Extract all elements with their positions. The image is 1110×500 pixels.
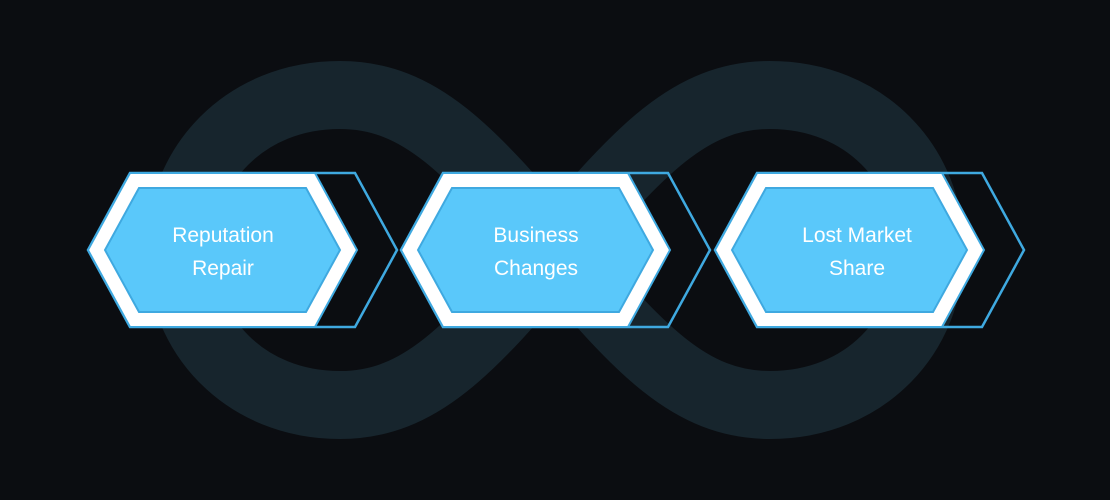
step-business-changes: Business Changes bbox=[399, 171, 712, 329]
step-label-line2: Repair bbox=[192, 257, 254, 280]
step-blue-hexagon bbox=[416, 187, 655, 313]
step-label-line2: Changes bbox=[494, 257, 578, 280]
step-lost-market-share: Lost Market Share bbox=[713, 171, 1026, 329]
step-reputation-repair: Reputation Repair bbox=[86, 171, 399, 329]
step-label-line1: Reputation bbox=[172, 224, 274, 247]
step-label-line1: Lost Market bbox=[802, 224, 912, 247]
step-blue-hexagon bbox=[730, 187, 969, 313]
step-label-line1: Business bbox=[493, 224, 578, 247]
step-blue-hexagon bbox=[103, 187, 342, 313]
step-label-line2: Share bbox=[829, 257, 885, 280]
